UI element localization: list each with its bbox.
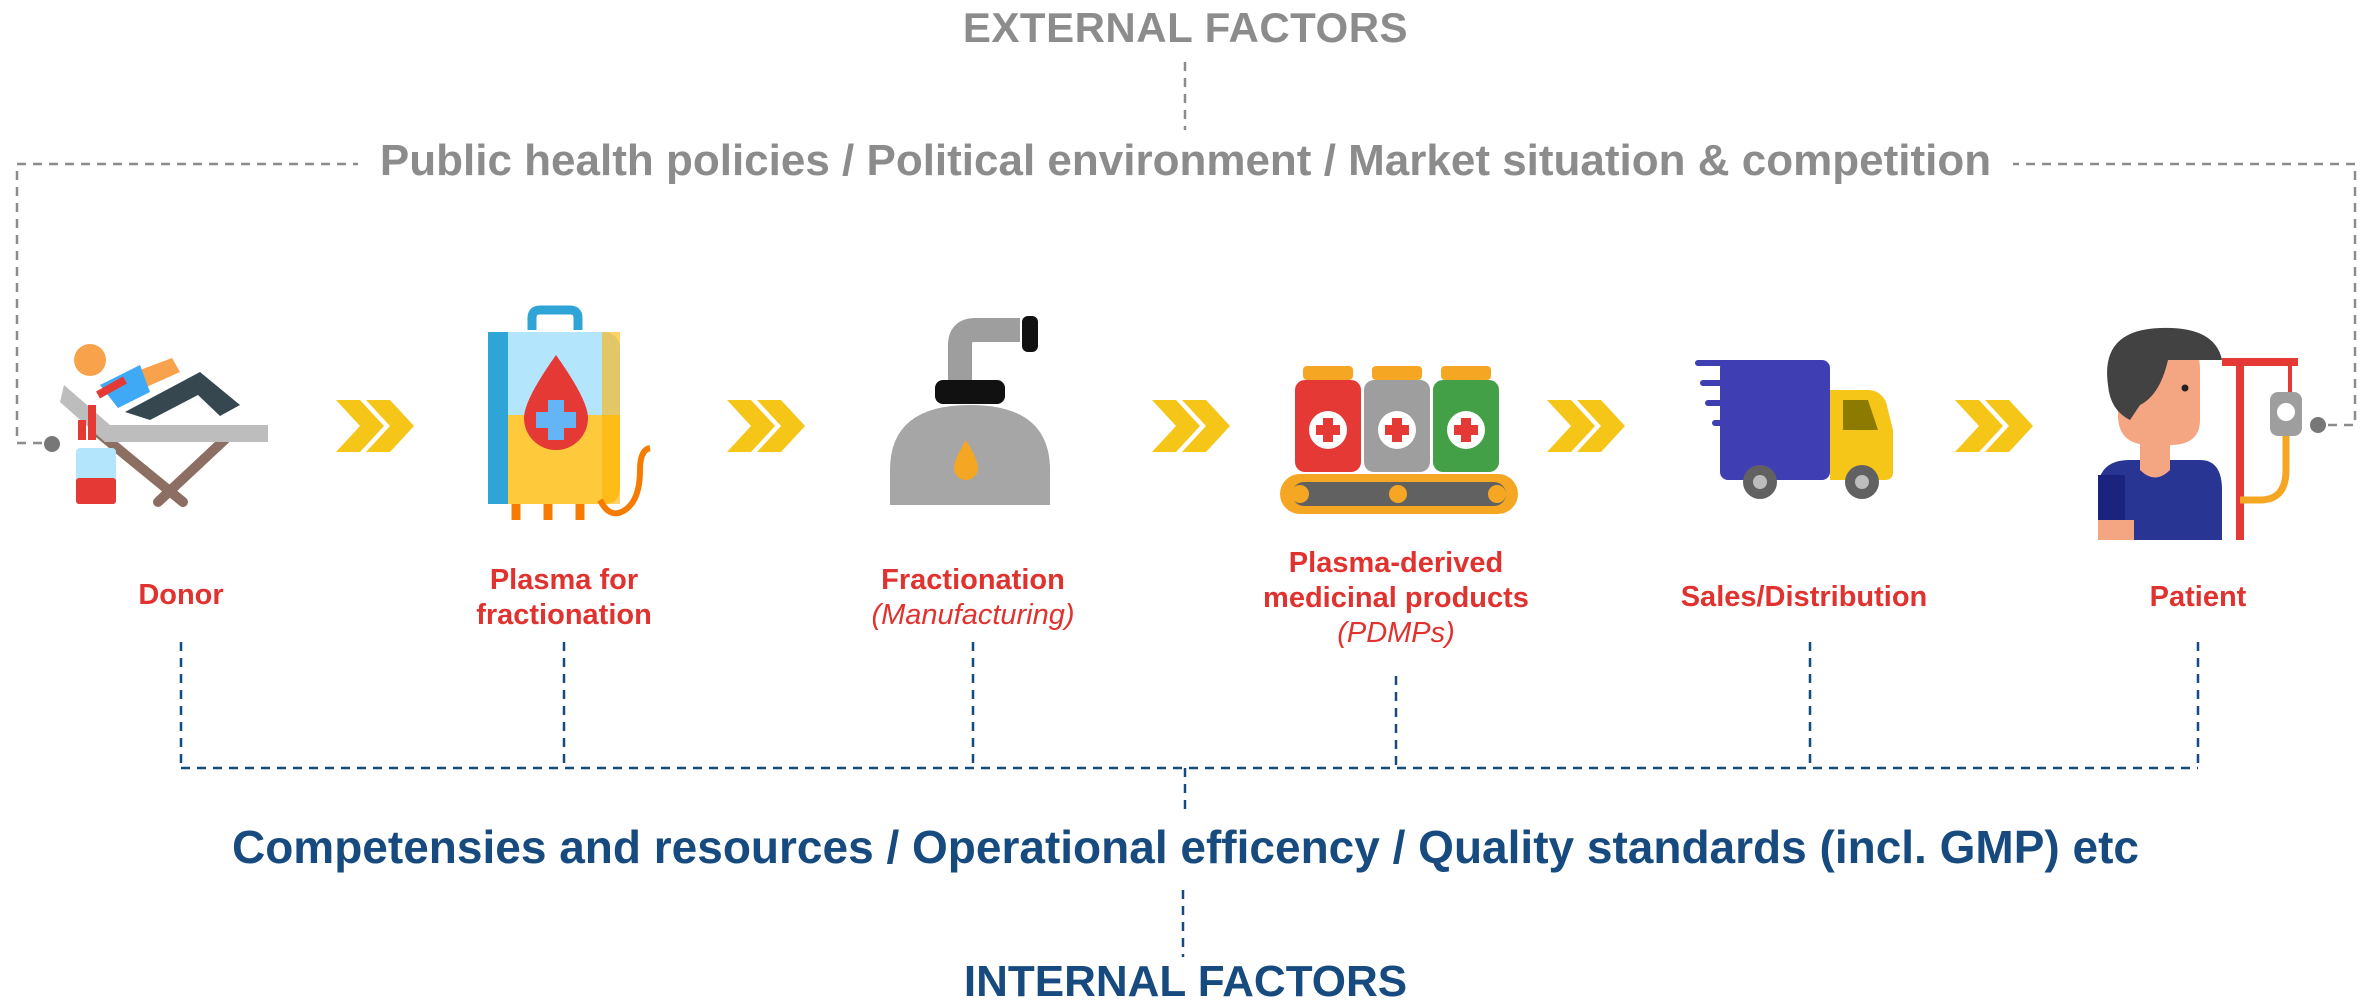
patient-iv-icon — [2098, 327, 2302, 540]
donor-bed-icon — [60, 344, 268, 507]
internal-connectors — [179, 642, 2200, 960]
chevron-arrow-2 — [727, 400, 805, 452]
step-label-plasma: Plasma for fractionation — [354, 563, 774, 633]
external-connector-dot-right — [2310, 417, 2326, 433]
delivery-truck-icon — [1695, 360, 1893, 499]
medicine-bottles-conveyor-icon — [1280, 366, 1518, 514]
external-factors-title: EXTERNAL FACTORS — [962, 4, 1409, 51]
external-factors-subtitle-text: Public health policies / Political envir… — [357, 136, 2014, 185]
step-label-sales: Sales/Distribution — [1594, 580, 2014, 615]
step-label-pdmps: Plasma-derived medicinal products (PDMPs… — [1186, 546, 1606, 651]
step-label-line: fractionation — [476, 599, 652, 631]
internal-factors-subtitle-text: Competensies and resources / Operational… — [221, 821, 2149, 873]
chevron-arrow-3 — [1152, 400, 1230, 452]
step-label-line: Fractionation — [881, 564, 1065, 596]
step-label-donor: Donor — [0, 578, 391, 613]
step-label-patient: Patient — [1988, 580, 2371, 615]
external-connectors — [15, 62, 2357, 445]
step-label-note: (Manufacturing) — [871, 599, 1075, 631]
internal-factors-title-text: INTERNAL FACTORS — [957, 957, 1414, 1006]
step-label-note: (PDMPs) — [1337, 617, 1455, 649]
step-label-line: Donor — [138, 579, 224, 611]
chevron-arrow-5 — [1955, 400, 2033, 452]
chevron-arrow-1 — [336, 400, 414, 452]
external-connector-dot-left — [44, 436, 60, 452]
step-label-line: medicinal products — [1263, 582, 1529, 614]
chevron-arrow-4 — [1547, 400, 1625, 452]
plasma-bag-icon — [488, 305, 651, 520]
step-label-line: Plasma-derived — [1288, 547, 1504, 579]
fractionation-vessel-icon — [890, 316, 1050, 505]
step-label-fractionation: Fractionation (Manufacturing) — [763, 563, 1183, 633]
external-factors-subtitle: Public health policies / Political envir… — [0, 136, 2371, 186]
step-label-line: Plasma for — [489, 564, 639, 596]
internal-factors-subtitle: Competensies and resources / Operational… — [0, 820, 2371, 874]
step-label-line: Sales/Distribution — [1680, 581, 1928, 613]
internal-factors-title: INTERNAL FACTORS — [0, 957, 2371, 1007]
step-label-line: Patient — [2149, 581, 2247, 613]
